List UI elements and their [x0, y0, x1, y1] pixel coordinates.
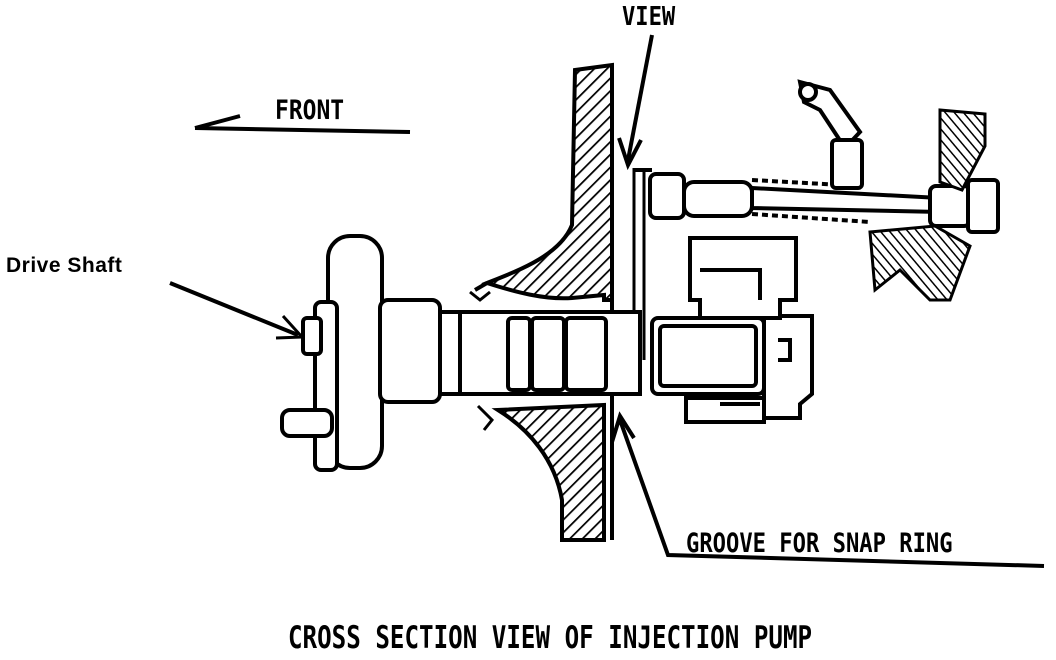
groove-label: GROOVE FOR SNAP RING [686, 528, 953, 559]
front-arrow [194, 114, 411, 134]
view-label: VIEW [622, 2, 676, 32]
snap-ring-marks [469, 290, 495, 431]
governor-linkage [632, 79, 1000, 360]
cutaway-parts [868, 108, 987, 302]
drive-shaft-label: Drive Shaft [6, 254, 123, 277]
drive-shaft-assembly [280, 234, 642, 472]
housing-wall [473, 62, 614, 542]
pump-body [650, 236, 814, 424]
diagram-caption: CROSS SECTION VIEW OF INJECTION PUMP [288, 620, 813, 656]
view-arrow [617, 34, 654, 171]
drive-shaft-leader [169, 281, 306, 340]
groove-leader [610, 411, 1045, 568]
front-label: FRONT [275, 95, 345, 126]
